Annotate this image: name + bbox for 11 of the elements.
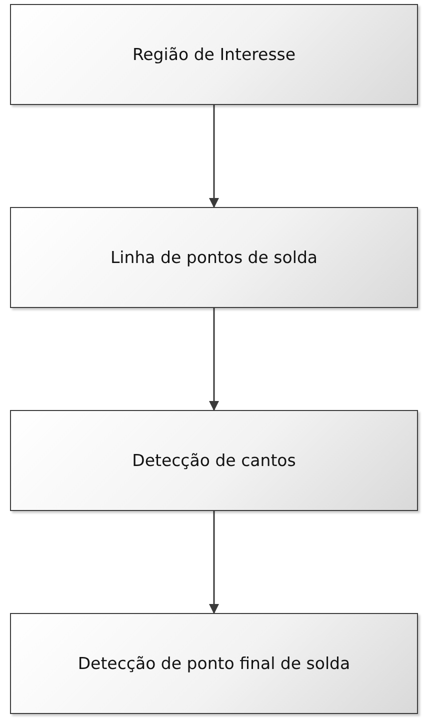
- process-box: [10, 4, 418, 105]
- process-box: [10, 410, 418, 511]
- process-box: [10, 613, 418, 714]
- process-box: [10, 207, 418, 308]
- box-label: Região de Interesse: [131, 45, 297, 64]
- box-label: Detecção de ponto final de solda: [76, 654, 352, 673]
- arrow: [209, 105, 219, 208]
- arrow: [209, 511, 219, 614]
- arrow: [209, 308, 219, 411]
- box-label: Detecção de cantos: [131, 451, 297, 470]
- box-label: Linha de pontos de solda: [109, 248, 319, 267]
